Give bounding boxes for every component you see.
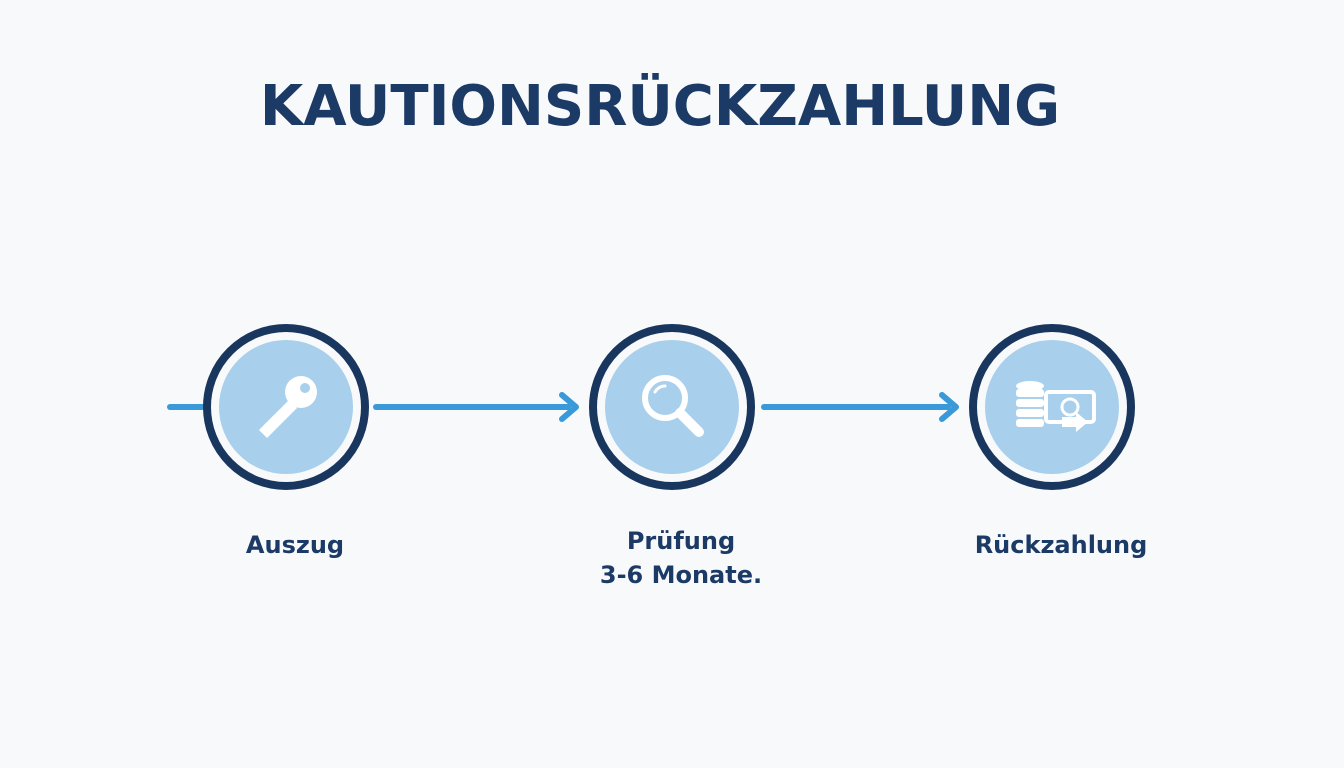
step-pruefung-circle	[589, 324, 755, 490]
step-auszug-label: Auszug	[245, 531, 345, 559]
arrow-1	[373, 392, 579, 422]
page-title: KAUTIONSRÜCKZAHLUNG	[259, 74, 1061, 139]
step-auszug-circle	[203, 324, 369, 490]
arrow-2	[761, 392, 959, 422]
key-icon	[259, 376, 317, 438]
step-pruefung-title: Prüfung	[626, 527, 736, 555]
step-pruefung-label: Prüfung 3-6 Monate.	[551, 524, 811, 592]
step-rueckzahlung-circle	[969, 324, 1135, 490]
step-pruefung-duration: 3-6 Monate.	[599, 561, 763, 589]
magnifier-icon	[642, 375, 704, 437]
money-transfer-icon	[1016, 381, 1096, 432]
step-rueckzahlung-label: Rückzahlung	[974, 531, 1148, 559]
